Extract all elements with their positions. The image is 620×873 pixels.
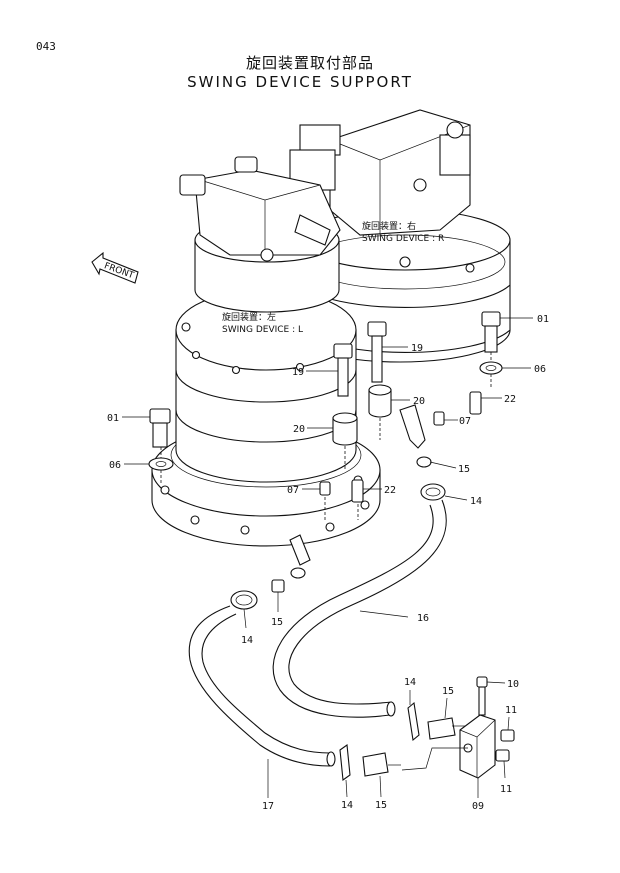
plug-07-right [433, 411, 458, 426]
washer-06-left [124, 457, 174, 471]
swing-device-left [151, 156, 381, 566]
label-19-left: 19 [292, 367, 304, 378]
label-14-lower: 14 [341, 800, 353, 811]
bolt-01-left [122, 408, 171, 448]
bolt-19-right [367, 321, 408, 383]
label-15-left: 15 [271, 617, 283, 628]
device-l-en: SWING DEVICE : L [222, 325, 303, 335]
front-arrow: FRONT [91, 251, 139, 284]
clamp-14-upper [407, 690, 420, 742]
label-14-right: 14 [470, 496, 482, 507]
label-10: 10 [507, 679, 519, 690]
label-01-right: 01 [537, 314, 549, 325]
device-r-jp: 旋回装置：右 [362, 220, 416, 232]
bolt-19-left [306, 343, 353, 397]
title-japanese: 旋回装置取付部品 [245, 54, 374, 72]
label-11-lower: 11 [500, 784, 512, 795]
label-09: 09 [472, 801, 484, 812]
label-07-left: 07 [287, 485, 299, 496]
spacer-20-right [368, 384, 410, 418]
label-20-left: 20 [293, 424, 305, 435]
label-22-right: 22 [504, 394, 516, 405]
label-22-left: 22 [384, 485, 396, 496]
device-r-en: SWING DEVICE : R [362, 234, 444, 244]
hose-16 [272, 499, 447, 718]
label-11-upper: 11 [505, 705, 517, 716]
label-01-left: 01 [107, 413, 119, 424]
bolt-01-right [481, 311, 533, 353]
label-07-right: 07 [459, 416, 471, 427]
hose-17 [188, 605, 336, 798]
label-20-right: 20 [413, 396, 425, 407]
plug-11-upper [500, 716, 515, 742]
device-l-jp: 旋回装置：左 [222, 311, 276, 323]
label-15-lower: 15 [375, 800, 387, 811]
label-19-right: 19 [411, 343, 423, 354]
clamp-14-left [230, 590, 258, 629]
title-english: SWING DEVICE SUPPORT [187, 73, 413, 91]
elbow-right [399, 404, 457, 469]
plug-11-lower [495, 749, 510, 779]
page-number: 043 [36, 40, 56, 53]
label-15-right: 15 [458, 464, 470, 475]
swing-device-right [289, 109, 511, 363]
plug-07-left [302, 481, 331, 496]
clamp-14-right [420, 483, 468, 501]
label-14-upper: 14 [404, 677, 416, 688]
label-15-upper: 15 [442, 686, 454, 697]
bolt-10 [476, 676, 506, 716]
label-16: 16 [417, 613, 429, 624]
label-14-left: 14 [241, 635, 253, 646]
clamp-14-lower [339, 744, 351, 798]
plug-22-left [351, 479, 382, 503]
spacer-20-left [307, 412, 358, 446]
fitting-15-lower [362, 752, 401, 798]
label-17: 17 [262, 801, 274, 812]
label-06-left: 06 [109, 460, 121, 471]
label-06-right: 06 [534, 364, 546, 375]
plug-22-right [469, 391, 502, 415]
fitting-15-left [271, 567, 306, 612]
block-09 [401, 714, 496, 798]
washer-06-right [479, 361, 531, 375]
